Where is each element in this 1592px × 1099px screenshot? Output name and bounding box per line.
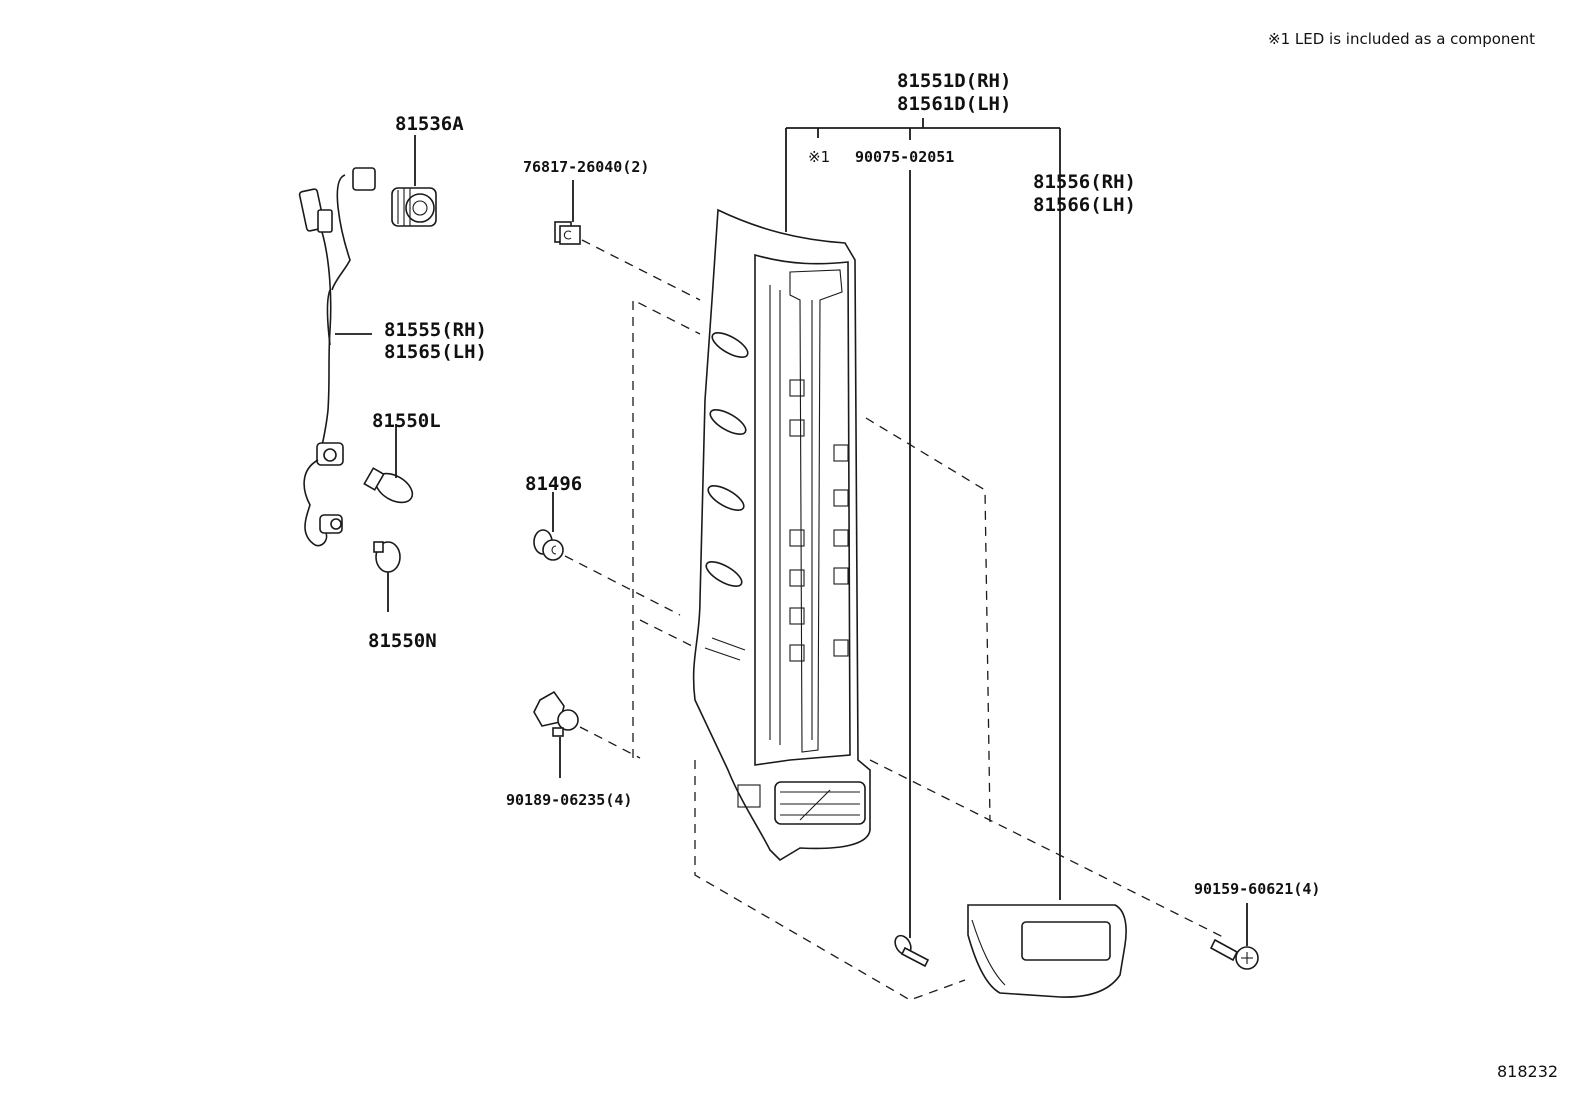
cushion-drawing — [554, 221, 581, 245]
label-lens-lh: 81566(LH) — [1033, 194, 1136, 216]
bulb-socket-drawing — [391, 187, 437, 227]
label-screw-small: 90159-60621(4) — [1194, 880, 1321, 898]
label-bulb-l: 81550L — [372, 410, 441, 432]
label-lens-rh: 81556(RH) — [1033, 171, 1136, 193]
label-nut: 90189-06235(4) — [506, 791, 633, 809]
nut-drawing — [533, 690, 579, 737]
led-component-note: ※1 LED is included as a component — [1268, 30, 1536, 48]
screw-90075-drawing — [894, 934, 930, 968]
label-lamp-lh: 81561D(LH) — [897, 93, 1012, 115]
label-screw-main: 90075-02051 — [855, 148, 955, 166]
diagram-code: 818232 — [1497, 1062, 1559, 1081]
label-wire-lh: 81565(LH) — [384, 341, 487, 363]
label-wire-rh: 81555(RH) — [384, 319, 487, 341]
lens-drawing — [967, 904, 1127, 998]
screw-90159-drawing — [1209, 938, 1259, 970]
label-bulb-n: 81550N — [368, 630, 437, 652]
rear-combination-lamp-drawing — [692, 208, 871, 862]
label-clip: 81496 — [525, 473, 583, 495]
wire-harness-drawing — [298, 167, 376, 547]
bulb-81550n-drawing — [373, 541, 401, 573]
label-bulb-socket: 81536A — [395, 113, 464, 135]
bulb-81550l-drawing — [363, 467, 414, 504]
label-cushion: 76817-26040(2) — [523, 158, 650, 176]
label-led-mark: ※1 — [808, 148, 831, 166]
label-lamp-rh: 81551D(RH) — [897, 70, 1012, 92]
clip-drawing — [533, 529, 564, 561]
